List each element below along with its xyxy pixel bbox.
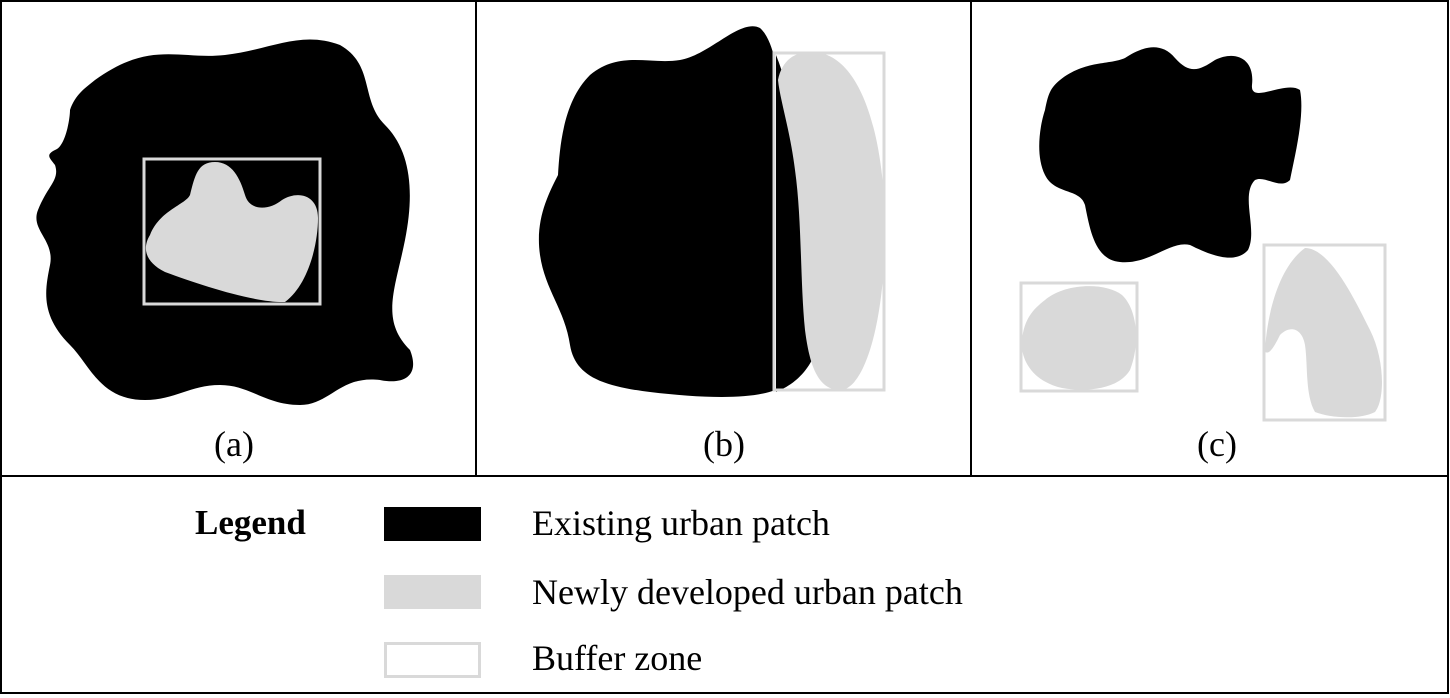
panel-label-c: (c): [1197, 424, 1237, 464]
panel-label-b: (b): [703, 424, 745, 464]
existing-urban-patch-b: [538, 26, 775, 397]
legend-title: Legend: [195, 503, 306, 542]
panel-c: (c): [1019, 47, 1387, 464]
legend-label-existing: Existing urban patch: [532, 503, 830, 543]
buffer-zone-b: [772, 51, 886, 392]
legend-label-newly: Newly developed urban patch: [532, 572, 963, 612]
panel-label-a: (a): [214, 424, 254, 464]
legend-symbol-newly: [384, 575, 481, 609]
buffer-zone-a: [142, 157, 322, 306]
newly-developed-urban-patch-b: [778, 51, 885, 390]
panel-b: (b): [538, 26, 886, 464]
panel-a: (a): [36, 39, 414, 464]
legend-symbol-buffer: [384, 642, 481, 678]
legend-label-buffer: Buffer zone: [532, 638, 703, 678]
newly-developed-urban-patch-a: [145, 162, 318, 303]
legend-symbol-existing: [384, 507, 481, 541]
buffer-zone-c-left: [1019, 281, 1139, 393]
newly-developed-urban-patch-c-left: [1021, 286, 1137, 390]
buffer-zone-c-right: [1262, 243, 1387, 422]
existing-urban-patch-c: [1039, 47, 1302, 263]
newly-developed-urban-patch-c-right: [1265, 248, 1382, 418]
